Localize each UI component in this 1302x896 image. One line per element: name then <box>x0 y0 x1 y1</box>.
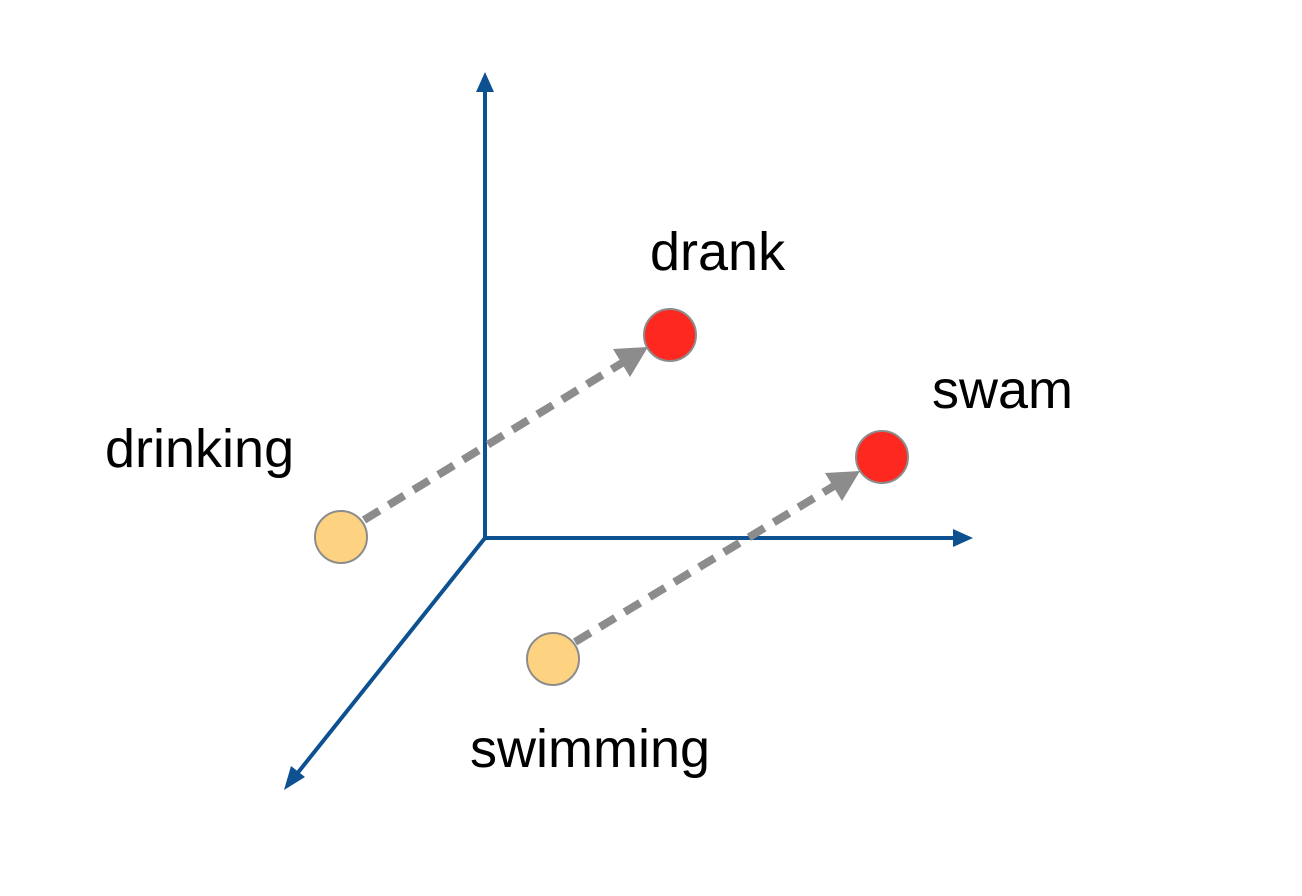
point-drank <box>643 308 697 362</box>
axes <box>284 72 973 790</box>
transformation-arrows <box>361 347 860 646</box>
arrowhead-swimming-to-swam <box>825 471 860 501</box>
point-swam <box>855 430 909 484</box>
labels: drinking drank swam swimming <box>105 222 1073 779</box>
y-axis-arrowhead <box>476 72 494 92</box>
label-drinking: drinking <box>105 419 294 479</box>
x-axis-arrowhead <box>953 529 973 547</box>
z-axis-arrowhead <box>284 766 305 790</box>
point-swimming <box>526 632 580 686</box>
point-drinking <box>314 510 368 564</box>
arrow-swimming-to-swam <box>572 482 837 646</box>
label-drank: drank <box>650 222 786 282</box>
arrow-drinking-to-drank <box>361 359 625 524</box>
label-swimming: swimming <box>470 719 710 779</box>
arrowhead-drinking-to-drank <box>613 347 648 377</box>
label-swam: swam <box>932 360 1073 420</box>
z-axis <box>294 536 487 777</box>
points <box>314 308 909 686</box>
